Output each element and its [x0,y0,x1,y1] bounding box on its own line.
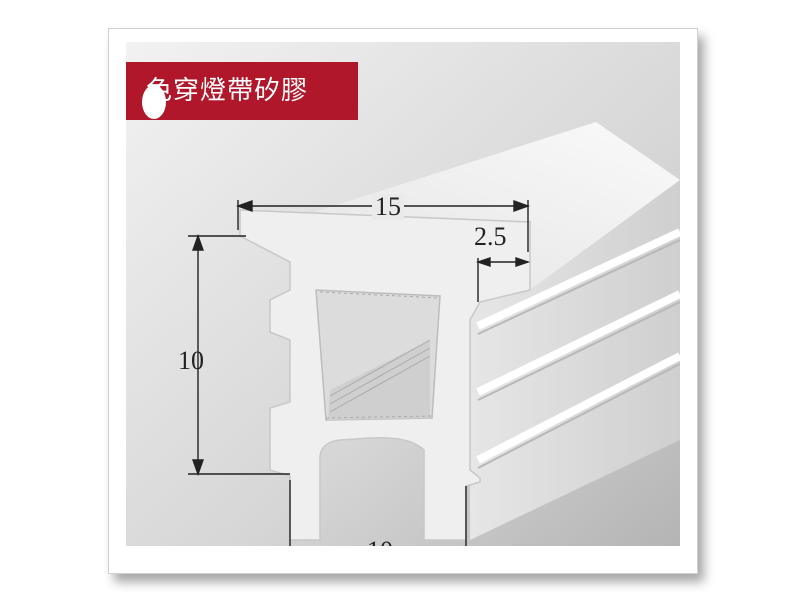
title-text: 色穿燈帶矽膠 [146,76,309,106]
profile-side-surface [470,180,680,540]
cavity-serrations [319,291,441,419]
side-ribs [476,228,680,464]
title-banner [126,62,358,120]
dimension-top-width: 15 [372,194,404,220]
dimension-height: 10 [178,346,204,375]
banner-dot [142,85,166,119]
dimension-wall-thickness: 2.5 [474,222,507,251]
dimension-base-width: 10 [367,538,393,546]
profile-photo [126,42,680,546]
